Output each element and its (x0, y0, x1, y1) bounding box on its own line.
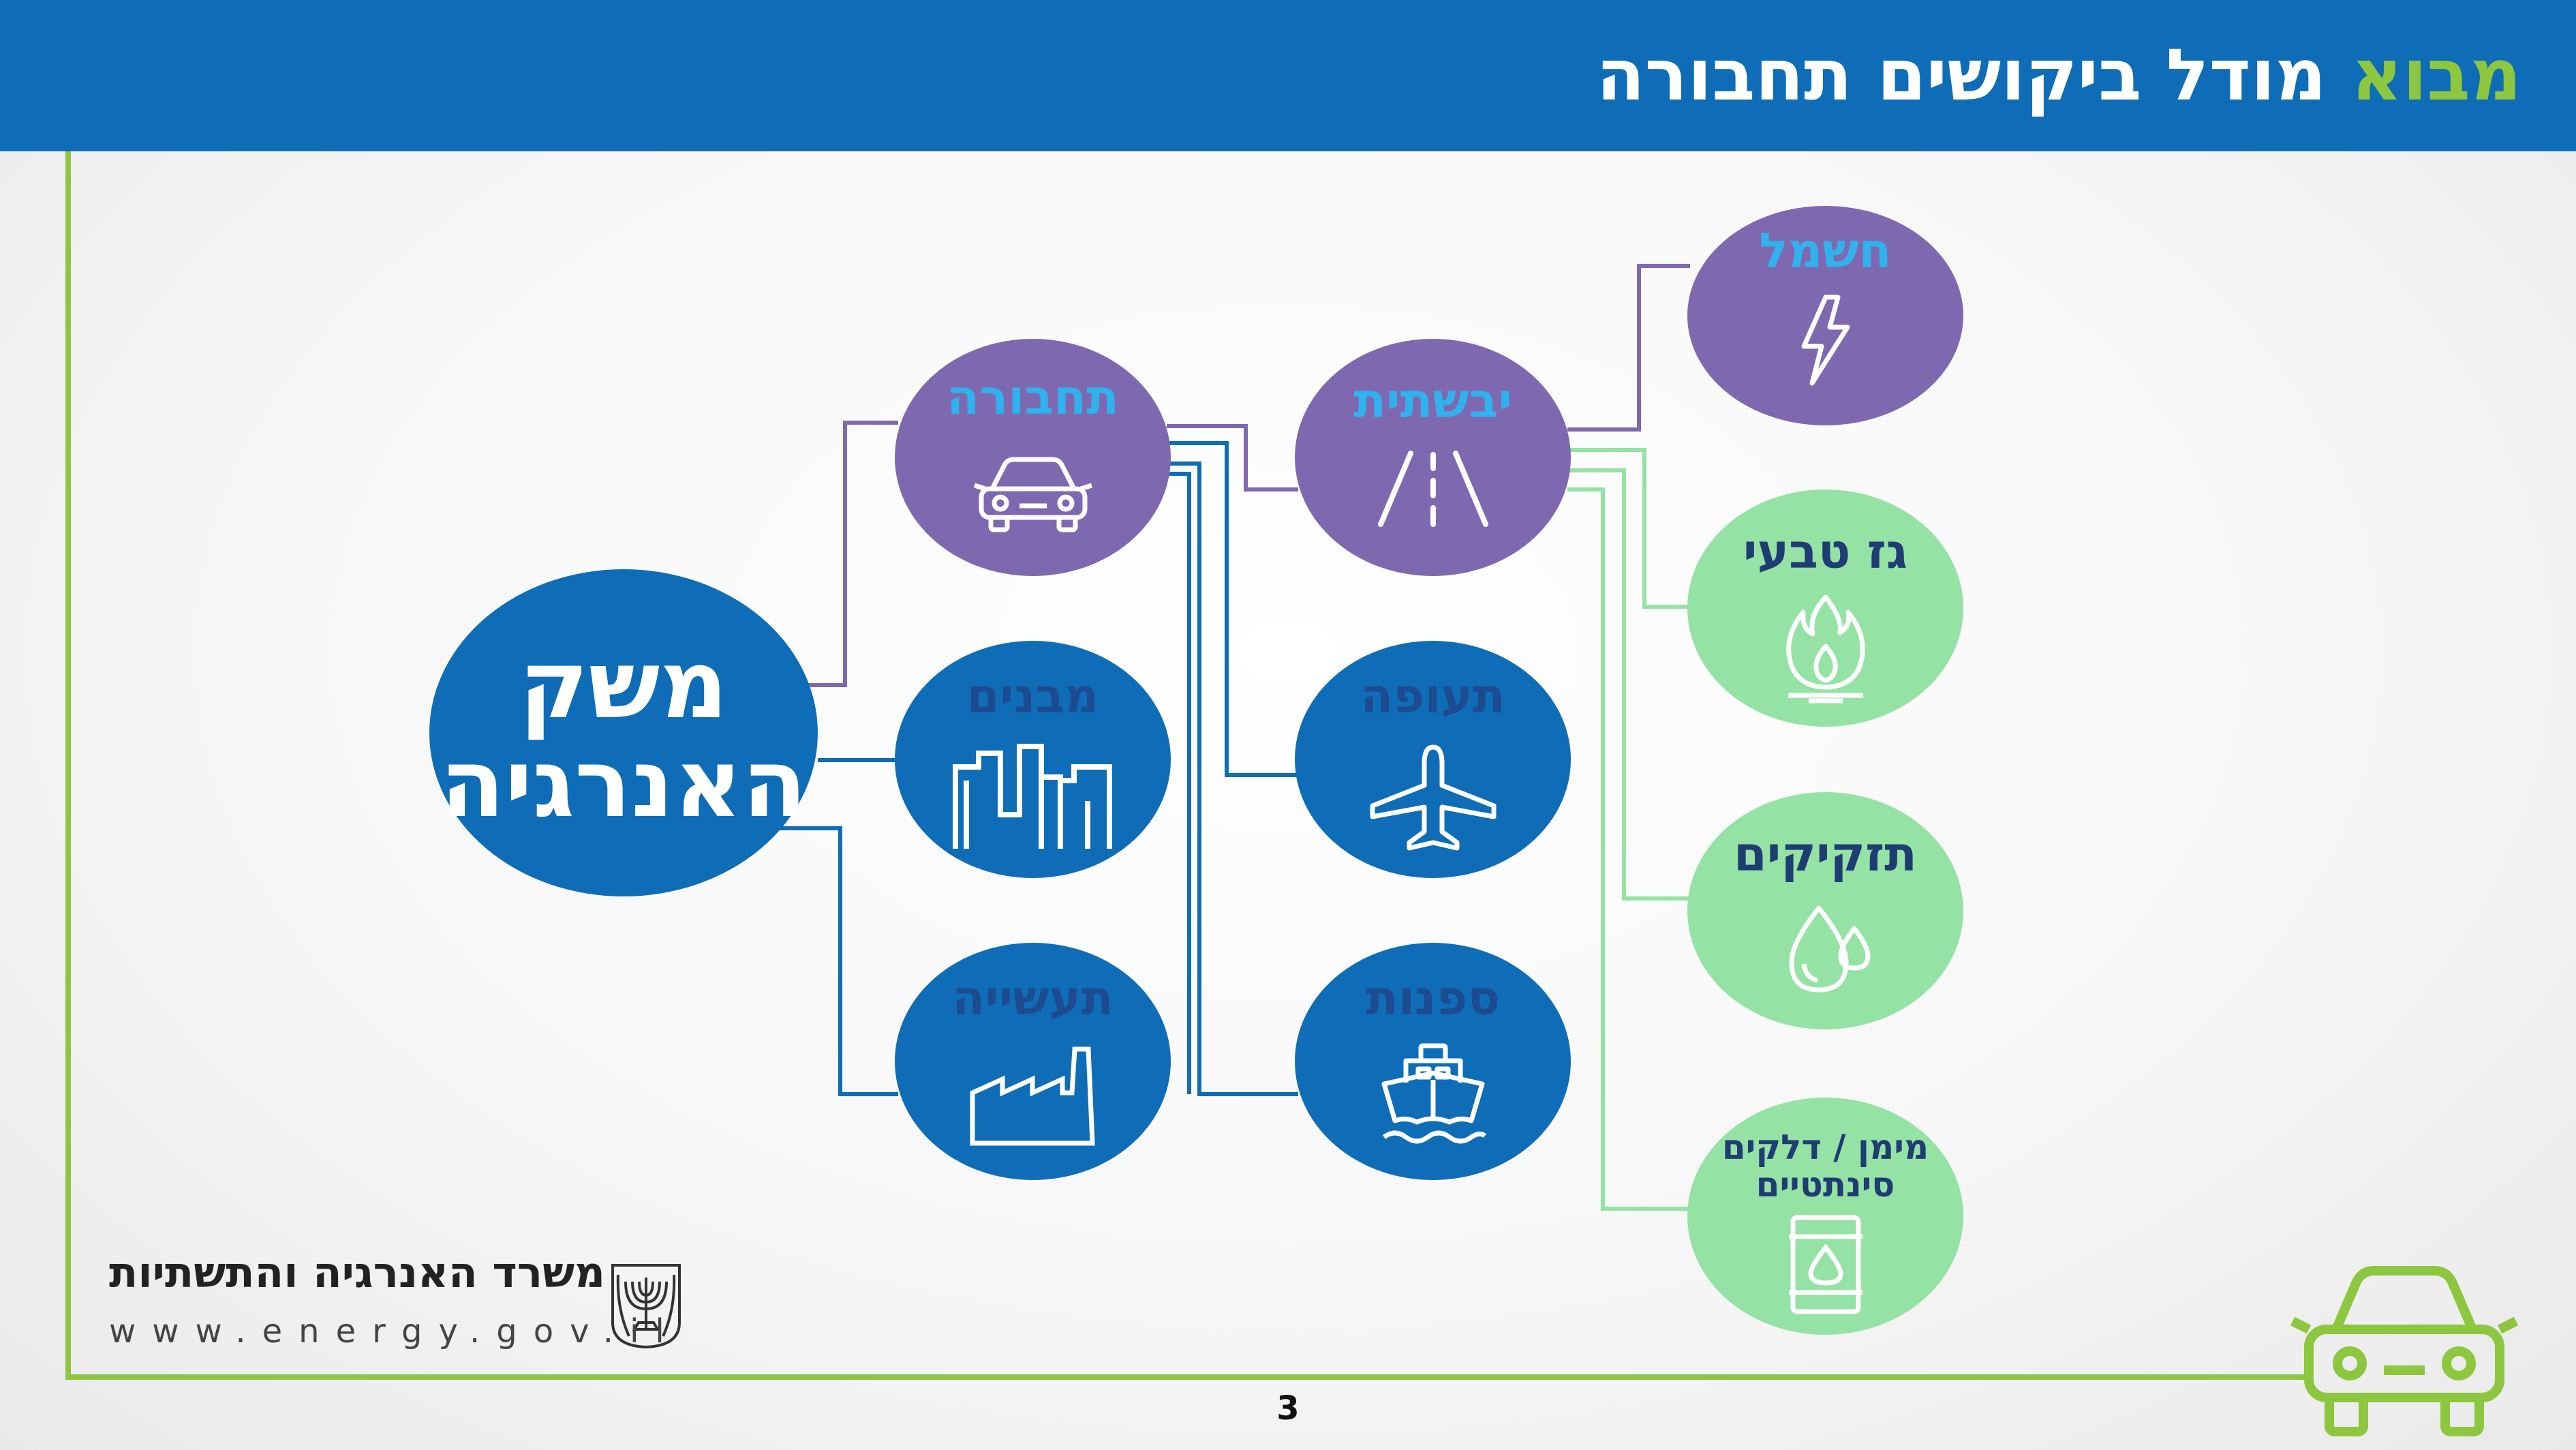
fuel-barrel-icon (1788, 1215, 1862, 1314)
airplane-icon (1370, 744, 1496, 851)
ship-icon (1381, 1043, 1486, 1144)
node-industry: תעשייה (895, 943, 1171, 1180)
node-electricity: חשמל (1687, 206, 1963, 425)
ministry-name: משרד האנרגיה והתשתיות (109, 1248, 606, 1297)
title-main: מודל ביקושים תחבורה (1596, 33, 2327, 117)
shipping-label: ספנות (1365, 970, 1501, 1026)
car-outline-icon (2290, 1266, 2519, 1436)
node-energy-sector: משק האנרגיה (429, 569, 818, 896)
land-label: יבשתית (1353, 373, 1512, 429)
page-number: 3 (1276, 1389, 1300, 1428)
aviation-label: תעופה (1360, 668, 1505, 724)
node-distillates: תזקיקים (1687, 792, 1963, 1029)
menorah-emblem-icon (611, 1264, 681, 1349)
factory-icon (970, 1046, 1095, 1146)
industry-label: תעשייה (952, 970, 1114, 1026)
ministry-url[interactable]: www.energy.gov.il (109, 1312, 681, 1350)
title-accent: מבוא (2350, 33, 2521, 117)
distillates-label: תזקיקים (1734, 826, 1917, 882)
node-aviation: תעופה (1295, 641, 1571, 878)
lightning-icon (1801, 294, 1850, 386)
hydrogen-label-line1: מימן / דלקים (1721, 1128, 1929, 1167)
buildings-label: מבנים (966, 668, 1099, 724)
hydrogen-label-line2: סינתטיים (1755, 1165, 1895, 1205)
transport-label: תחבורה (947, 369, 1119, 425)
buildings-icon (952, 744, 1112, 849)
road-icon (1377, 451, 1488, 527)
electricity-label: חשמל (1759, 223, 1892, 279)
node-natural-gas: גז טבעי (1687, 489, 1963, 727)
energy-label-line1: משק (519, 630, 729, 740)
node-hydrogen-synthetic: מימן / דלקים סינתטיים (1687, 1098, 1963, 1335)
energy-label-line2: האנרגיה (440, 729, 807, 839)
node-buildings: מבנים (895, 641, 1171, 878)
page-title: מבוא מודל ביקושים תחבורה (1596, 20, 2521, 130)
drops-icon (1789, 905, 1870, 993)
node-shipping: ספנות (1295, 943, 1571, 1180)
header-bar (0, 0, 2576, 151)
node-land: יבשתית (1295, 339, 1571, 576)
node-transport: תחבורה (895, 339, 1171, 576)
car-icon (973, 457, 1092, 532)
gas-flame-icon (1785, 594, 1865, 704)
natural-gas-label: גז טבעי (1743, 524, 1908, 579)
